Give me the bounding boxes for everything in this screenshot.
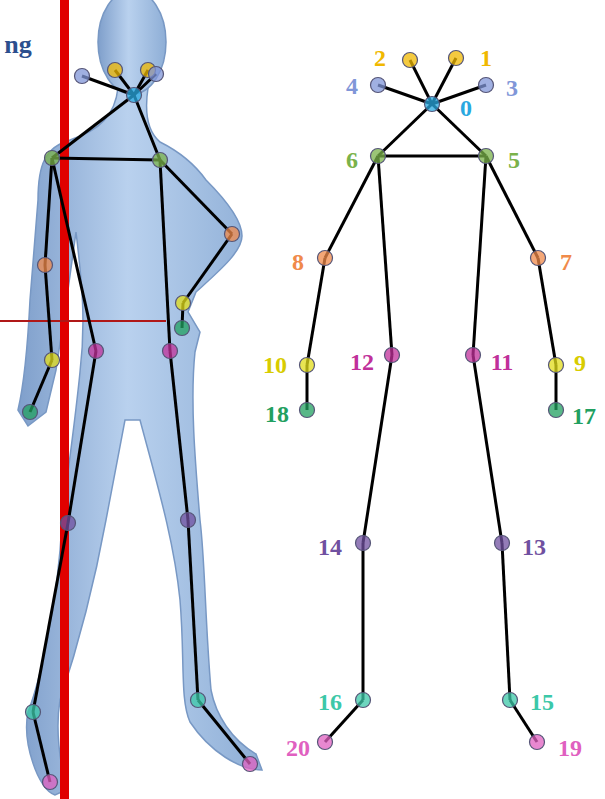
keypoint-number: 14 <box>318 535 342 559</box>
keypoint-number: 2 <box>374 46 386 70</box>
figure-keypoint <box>45 151 60 166</box>
red-vertical-bar <box>60 0 69 799</box>
skeleton-bone <box>538 258 556 365</box>
keypoint-number: 9 <box>574 351 586 375</box>
figure-bone <box>198 700 250 764</box>
skeleton-bone <box>432 104 486 156</box>
skeleton-bone <box>378 104 432 156</box>
skeleton-keypoint <box>479 149 494 164</box>
figure-bone <box>52 158 96 351</box>
keypoint-number: 8 <box>292 250 304 274</box>
keypoint-number: 7 <box>560 250 572 274</box>
skeleton-bone <box>473 355 502 543</box>
keypoint-number: 19 <box>558 736 582 760</box>
keypoint-number: 12 <box>350 350 374 374</box>
keypoint-number: 17 <box>572 404 596 428</box>
skeleton-keypoint <box>466 348 481 363</box>
keypoint-number: 16 <box>318 690 342 714</box>
skeleton-keypoint <box>530 735 545 750</box>
red-horizontal-line <box>0 320 166 322</box>
keypoint-number: 13 <box>522 535 546 559</box>
figure-bone <box>68 351 96 523</box>
figure-bone <box>170 351 188 520</box>
figure-bone <box>33 523 68 712</box>
skeleton-keypoint <box>371 149 386 164</box>
skeleton-bone <box>378 155 486 158</box>
skeleton-keypoint <box>356 536 371 551</box>
keypoint-number: 18 <box>265 402 289 426</box>
skeleton-keypoint <box>385 348 400 363</box>
figure-keypoint <box>89 344 104 359</box>
skeleton-keypoint <box>449 51 464 66</box>
keypoint-number: 11 <box>491 350 514 374</box>
figure-keypoint <box>23 405 38 420</box>
skeleton-keypoint <box>549 358 564 373</box>
skeleton-bone <box>362 543 365 700</box>
figure-bone <box>33 712 50 782</box>
keypoint-number: 0 <box>460 96 472 120</box>
skeleton-keypoint <box>300 358 315 373</box>
figure-keypoint <box>163 344 178 359</box>
heading-fragment: ng <box>4 32 31 58</box>
figure-keypoint <box>225 227 240 242</box>
figure-keypoint <box>181 513 196 528</box>
figure-keypoint <box>153 153 168 168</box>
skeleton-keypoint <box>549 403 564 418</box>
figure-keypoint <box>176 296 191 311</box>
keypoint-number: 20 <box>286 736 310 760</box>
keypoint-number: 1 <box>480 46 492 70</box>
skeleton-bone <box>363 355 392 543</box>
skeleton-keypoint <box>503 693 518 708</box>
keypoint-number: 10 <box>263 353 287 377</box>
skeleton-keypoint <box>403 53 418 68</box>
skeleton-keypoint <box>318 251 333 266</box>
skeleton-bone <box>502 543 510 700</box>
skeleton-keypoint <box>356 693 371 708</box>
figure-head <box>98 0 166 94</box>
figure-keypoint <box>243 757 258 772</box>
figure-keypoint <box>191 693 206 708</box>
figure-keypoint <box>175 321 190 336</box>
figure-keypoint <box>38 258 53 273</box>
skeleton-keypoint <box>300 403 315 418</box>
skeleton-bone <box>307 258 325 365</box>
skeleton-keypoint <box>318 735 333 750</box>
figure-keypoint <box>108 63 123 78</box>
skeleton-keypoint <box>495 536 510 551</box>
keypoint-number: 6 <box>346 148 358 172</box>
skeleton-bone <box>378 156 392 355</box>
keypoint-number: 4 <box>346 74 358 98</box>
figure-keypoint <box>127 88 142 103</box>
figure-bone <box>45 265 52 360</box>
figure-keypoint <box>149 67 164 82</box>
figure-bone <box>52 95 134 158</box>
figure-keypoint <box>45 353 60 368</box>
skeleton-keypoint <box>371 78 386 93</box>
keypoint-number: 5 <box>508 148 520 172</box>
skeleton-bone <box>378 85 432 104</box>
skeleton-bone <box>432 85 486 104</box>
figure-keypoint <box>43 775 58 790</box>
figure-keypoint <box>26 705 41 720</box>
figure-bone <box>160 160 232 234</box>
figure-bone <box>45 158 52 265</box>
figure-bone <box>82 76 134 95</box>
figure-bone <box>188 520 198 700</box>
figure-bone <box>134 95 160 160</box>
skeleton-keypoint <box>479 78 494 93</box>
skeleton-bone <box>473 156 486 355</box>
figure-bone <box>52 158 160 160</box>
figure-bone <box>183 234 232 303</box>
figure-bone <box>30 360 52 412</box>
keypoint-number: 15 <box>530 690 554 714</box>
figure-keypoint <box>75 69 90 84</box>
skeleton-keypoint <box>531 251 546 266</box>
figure-body <box>18 88 262 795</box>
skeleton-keypoint <box>425 97 440 112</box>
keypoint-number: 3 <box>506 76 518 100</box>
figure-keypoint <box>61 516 76 531</box>
figure-bone <box>160 160 170 351</box>
